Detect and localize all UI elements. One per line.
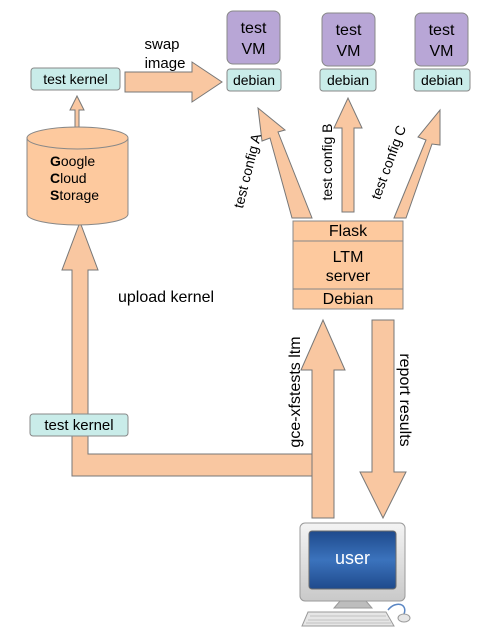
computer-icon — [299, 522, 411, 627]
gcs-line-2: Cloud — [50, 170, 87, 186]
vm-2-title1: test — [336, 22, 362, 39]
swap-label: swap — [144, 36, 179, 53]
gce-xfstests-ltm-arrow — [300, 318, 346, 519]
vm-2-os-box — [319, 68, 377, 92]
upload-kernel-arrow — [61, 220, 315, 477]
vm-2-box — [321, 12, 376, 67]
vm-3-title1: test — [429, 22, 455, 39]
ltm-server-stack: Flask LTM server Debian — [292, 220, 404, 310]
vm-1-box — [226, 10, 281, 65]
vm-1-os-box — [226, 68, 282, 92]
server-label: server — [326, 268, 371, 285]
config-b-label: test config B — [319, 123, 335, 200]
gcs-line-2-bold: C — [50, 170, 60, 186]
config-c-arrow — [393, 108, 441, 219]
swap-image-arrow — [124, 61, 223, 103]
monitor-screen — [308, 530, 397, 590]
user-label: user — [335, 548, 370, 568]
gcs-line-1-bold: G — [50, 153, 61, 169]
gcs-line-3: Storage — [50, 187, 99, 203]
test-kernel-bottom-label: test kernel — [44, 417, 113, 434]
debian-box — [292, 288, 404, 310]
gcs-line-3-bold: S — [50, 187, 59, 203]
ltm-server-box — [292, 240, 404, 290]
vm-2: test VM debian — [319, 12, 377, 92]
debian-label: Debian — [323, 291, 374, 308]
vm-2-title2: VM — [337, 43, 361, 60]
gcs-to-kernel-arrow — [69, 94, 85, 129]
vm-1-title2: VM — [242, 41, 266, 58]
vm-1-os: debian — [233, 72, 275, 88]
vm-1: test VM debian — [226, 10, 282, 92]
vm-1-title1: test — [241, 20, 267, 37]
config-a-label: test config A — [230, 131, 264, 210]
test-kernel-top-label: test kernel — [43, 71, 108, 87]
report-results-arrow — [359, 319, 407, 520]
vm-3: test VM debian — [413, 12, 471, 92]
cloud-storage-icon — [26, 126, 129, 226]
ltm-label: LTM — [333, 249, 364, 266]
vm-3-box — [414, 12, 469, 67]
vm-3-os: debian — [421, 72, 463, 88]
vm-2-os: debian — [327, 72, 369, 88]
gcs-line-3-rest: torage — [59, 187, 99, 203]
report-results-label: report results — [396, 353, 413, 446]
gcs-line-2-rest: loud — [60, 170, 86, 186]
gcs-line-1-rest: oogle — [61, 153, 95, 169]
test-kernel-box-top — [30, 67, 121, 91]
vm-3-title2: VM — [430, 43, 454, 60]
image-label: image — [145, 55, 186, 72]
config-a-arrow — [257, 106, 313, 219]
upload-kernel-label: upload kernel — [118, 289, 214, 306]
gcs-line-1: Google — [50, 153, 95, 169]
flask-label: Flask — [329, 223, 368, 240]
config-c-label: test config C — [367, 123, 409, 202]
gce-xfstests-label: gce-xfstests ltm — [287, 336, 304, 447]
vm-3-os-box — [413, 68, 471, 92]
config-b-arrow — [333, 96, 363, 213]
test-kernel-box-bottom — [29, 413, 129, 437]
